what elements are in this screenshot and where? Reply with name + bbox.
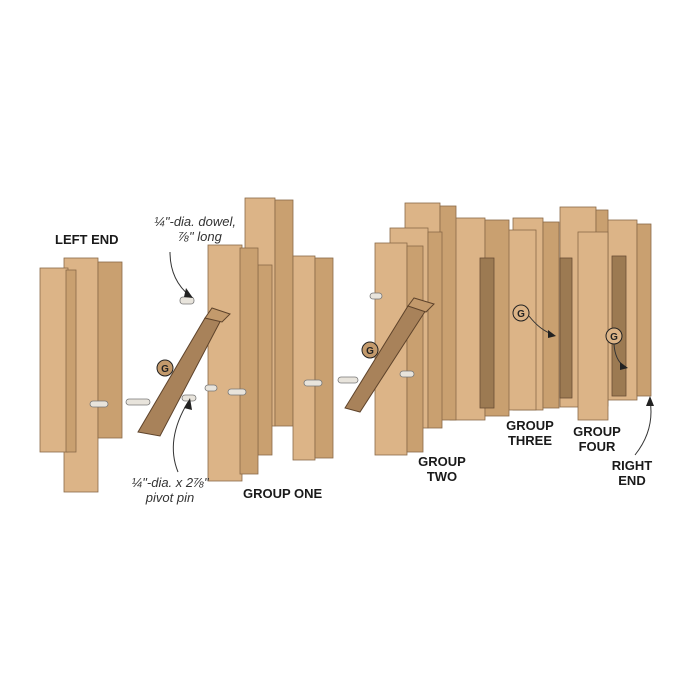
pivot-arm-right: G (344, 297, 435, 413)
svg-text:G: G (517, 309, 525, 320)
part-marker-g-three: G (512, 304, 556, 338)
pivot-pin-leader (172, 401, 189, 473)
part-marker-g-four: G (605, 327, 628, 370)
pins (89, 292, 415, 408)
label-group-one: GROUP ONE (243, 486, 323, 501)
group-one-boards (207, 197, 334, 482)
part-marker-g: G (161, 364, 169, 375)
svg-text:G: G (610, 332, 618, 343)
dowel-leader (169, 251, 191, 297)
label-left-end: LEFT END (55, 232, 119, 247)
callout-dowel: ¼"-dia. dowel,⅞" long (154, 214, 236, 244)
pivot-arm-left: G (137, 307, 231, 437)
left-end-boards (39, 257, 123, 493)
group-two-to-right-end-boards (374, 202, 652, 456)
right-end-leader (634, 399, 652, 456)
callout-pivot-pin: ¼"-dia. x 2⅞"pivot pin (131, 475, 210, 505)
part-marker-g: G (366, 346, 374, 357)
